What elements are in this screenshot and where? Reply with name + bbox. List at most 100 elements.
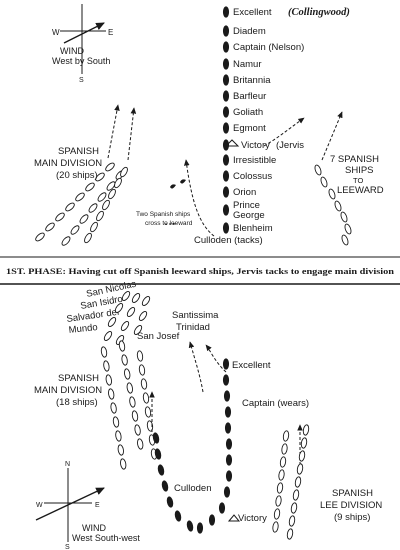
spanish-leeward-ship (334, 200, 342, 212)
spanish-cluster-ship (131, 293, 141, 303)
wind-value: West by South (52, 56, 110, 66)
british-ship (222, 122, 230, 134)
spanish-ship (84, 232, 92, 244)
spanish-lee-ship (300, 437, 308, 449)
spanish-ship (114, 177, 122, 189)
two-ships-label-1: Two Spanish ships (136, 211, 191, 218)
ship-label-barfleur: Barfleur (233, 91, 266, 102)
spanish-main-label-line1: SPANISH (58, 146, 99, 157)
compass-1: W E S WIND West by South (52, 4, 113, 84)
ship-label-goliath: Goliath (233, 107, 263, 118)
spanish-lee-label: SPANISH LEE DIVISION (9 ships) (320, 488, 382, 523)
spanish-ship (61, 236, 71, 246)
british-ship (223, 486, 231, 498)
wind-title: WIND (60, 46, 84, 56)
british-ship (225, 454, 233, 466)
spanish-ship (138, 364, 146, 376)
spanish-lee-ship (279, 456, 287, 468)
british-ship (222, 41, 230, 53)
spanish-leeward-label-line1: 7 SPANISH (330, 154, 379, 165)
ship-label-victory: Victory (241, 140, 270, 151)
spanish-cluster-ship (141, 296, 151, 306)
spanish-ship (120, 458, 127, 470)
british-ship (222, 90, 230, 102)
spanish-lee-ship (298, 450, 306, 462)
excellent-arrow (205, 344, 227, 373)
british-ship (222, 58, 230, 70)
phase1-caption: 1ST. PHASE: Having cut off Spanish leewa… (6, 267, 395, 276)
spanish-cluster-2 (103, 291, 151, 345)
spanish-main-division-2 (100, 340, 158, 470)
british-ship (223, 390, 231, 402)
spanish-leeward-ship (314, 164, 322, 176)
spanish-ship (112, 416, 120, 428)
spanish-ship (79, 214, 89, 224)
spanish-ship (96, 210, 104, 222)
two-ships-label-2: cross to leeward (145, 220, 193, 227)
spanish-ship (65, 202, 75, 212)
british-ship (222, 204, 230, 216)
spanish-lee-ship (302, 424, 310, 436)
spanish-cluster-ship (107, 317, 117, 327)
wind2-title: WIND (82, 523, 106, 533)
two-spanish-ships: Two Spanish ships cross to leeward (136, 179, 193, 227)
ship-label-britannia: Britannia (233, 75, 271, 86)
ship-label-excellent: Excellent (233, 7, 272, 18)
compass-west-label: W (52, 28, 60, 37)
spanish-ship (108, 188, 116, 200)
ship-label-trinidad: Trinidad (176, 322, 210, 333)
british-ship (174, 510, 182, 522)
spanish-ship (35, 232, 45, 242)
spanish-cluster-ship (121, 291, 131, 301)
spanish-lee-ship (282, 430, 290, 442)
spanish-ship (117, 444, 124, 456)
spanish-ship (115, 430, 122, 442)
spanish-main-label-line2: MAIN DIVISION (34, 158, 102, 169)
collingwood-label: (Collingwood) (288, 7, 350, 18)
spanish-main-arrow-b (127, 107, 137, 161)
ship-label-irresistible: Irresistible (233, 155, 276, 166)
culloden-tacks-label: Culloden (tacks) (194, 235, 263, 246)
spanish-main-arrow-a (107, 104, 120, 159)
spanish-ship (85, 182, 95, 192)
spanish-leeward-label: 7 SPANISH SHIPS TO LEEWARD (330, 154, 384, 196)
spanish-lee-ship (292, 489, 300, 501)
compass-east-label: E (108, 28, 113, 37)
spanish-cluster-ship (126, 307, 136, 317)
phase1-panel: W E S WIND West by South Excellent (Coll… (0, 4, 400, 285)
ship-label-captain: Captain (Nelson) (233, 42, 304, 53)
spanish-ship (88, 203, 98, 213)
spanish-ship (100, 346, 108, 358)
spanish-main-label-1: SPANISH MAIN DIVISION (20 ships) (34, 146, 102, 181)
british-ship (222, 222, 230, 234)
ship-label-prince: Prince (233, 200, 260, 211)
british-ship (222, 154, 230, 166)
british-ship (225, 438, 233, 450)
spanish-leeward-label-line2: SHIPS (345, 165, 374, 176)
spanish-main2-label-line2: MAIN DIVISION (34, 385, 102, 396)
ship-label-namur: Namur (233, 59, 262, 70)
spanish-cluster-ship (103, 331, 113, 341)
victory-marker-2 (227, 514, 241, 522)
spanish-lee-ship (275, 495, 282, 507)
spanish-ship (121, 354, 128, 366)
spanish-ship (131, 410, 139, 422)
spanish-leeward-ship (340, 211, 348, 223)
british-ship (186, 520, 194, 532)
spanish-ship (118, 340, 126, 352)
british-ship (152, 432, 160, 444)
spanish-main2-label-line3: (18 ships) (56, 397, 98, 408)
british-line-2 (152, 358, 233, 534)
british-line-labels: Excellent (Collingwood) Diadem Captain (… (194, 7, 350, 246)
spanish-ship (142, 392, 150, 404)
spanish-lee-division-2 (272, 424, 310, 540)
spanish-ship (129, 396, 136, 408)
spanish-main-label-2: SPANISH MAIN DIVISION (18 ships) (34, 373, 102, 408)
british-ship (224, 422, 232, 434)
spanish-leeward-label-line3: TO (353, 176, 363, 185)
spanish-lee-ship (288, 515, 296, 527)
victory-marker-1 (224, 139, 240, 147)
jervis-label: (Jervis (276, 140, 304, 151)
culloden-tack-arrow (183, 159, 215, 237)
victory-label-2: Victory (238, 513, 267, 524)
